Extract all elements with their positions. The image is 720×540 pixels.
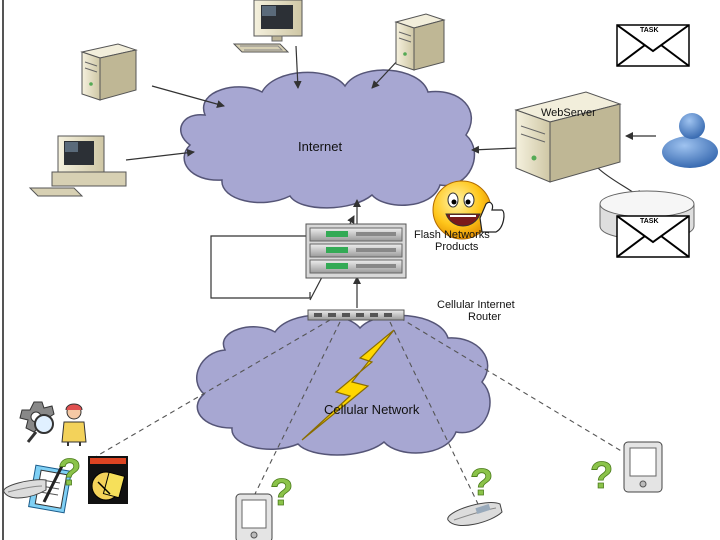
envelope-task-label: TASK <box>640 218 659 225</box>
webserver-icon <box>514 91 622 183</box>
pda-icon <box>235 493 273 540</box>
lightning-icon <box>301 329 395 441</box>
smiley-thumbs-up-icon <box>432 180 505 240</box>
cell-phone-icon <box>447 502 503 526</box>
mail-envelope-icon <box>616 24 690 67</box>
svg-text:?: ? <box>470 462 493 504</box>
server-tower-icon <box>394 13 446 71</box>
flash-products-label-line1: Flash Networks <box>414 229 490 241</box>
svg-text:?: ? <box>590 455 613 497</box>
router-label-line2: Router <box>468 311 502 323</box>
flash-products-label-line2: Products <box>435 241 479 253</box>
server-tower-icon <box>80 43 138 101</box>
connectors <box>125 45 656 308</box>
desktop-computer-icon <box>232 0 303 53</box>
svg-text:?: ? <box>270 472 293 514</box>
cellular-network-label: Cellular Network <box>324 402 420 417</box>
desktop-computer-icon <box>28 135 127 197</box>
notepad-icon <box>88 456 128 504</box>
mail-envelope-icon <box>616 215 690 258</box>
envelope-task-label: TASK <box>640 27 659 34</box>
search-analysis-icon <box>19 401 87 446</box>
cell-phone-icon <box>3 479 47 499</box>
router-label-line1: Cellular Internet <box>437 299 515 311</box>
wireless-links <box>89 317 629 505</box>
webserver-label: WebServer <box>541 107 596 119</box>
cellular-router-icon <box>307 309 405 321</box>
cellular-network-cloud <box>196 314 491 456</box>
rack-server-icon <box>305 223 407 279</box>
svg-text:?: ? <box>58 452 81 494</box>
pda-icon <box>623 441 663 493</box>
internet-label: Internet <box>298 139 343 154</box>
question-mark-icon: ? ? ? ? <box>58 452 614 515</box>
user-icon <box>662 113 718 168</box>
